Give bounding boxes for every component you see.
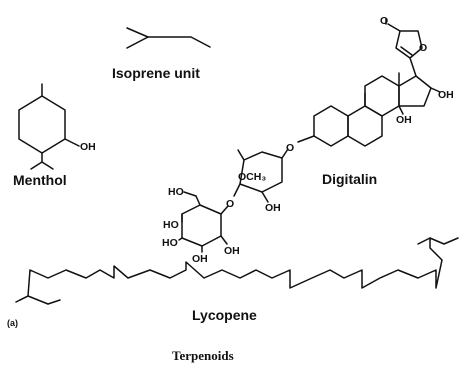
panel-label: (a) bbox=[7, 318, 18, 328]
menthol-oh-label: OH bbox=[80, 141, 96, 153]
digitalin-label: Digitalin bbox=[322, 171, 377, 187]
digitalin-structure bbox=[178, 18, 441, 253]
lactone-ring-o: O bbox=[419, 42, 427, 54]
lycopene-label: Lycopene bbox=[192, 307, 257, 323]
figure-caption: Terpenoids bbox=[172, 348, 234, 363]
menthol-label: Menthol bbox=[13, 172, 67, 188]
c14-oh-label: OH bbox=[396, 114, 412, 126]
lycopene-structure bbox=[15, 237, 459, 305]
glycosidic-o-2: O bbox=[226, 198, 234, 210]
methoxy-label: OCH₃ bbox=[238, 171, 266, 183]
sugar2-ho-left: HO bbox=[163, 219, 179, 231]
glycosidic-o-1: O bbox=[286, 142, 294, 154]
isoprene-structure bbox=[126, 27, 211, 49]
sugar2-oh-bottom: OH bbox=[192, 253, 208, 265]
sugar2-ho-top: HO bbox=[168, 186, 184, 198]
sugar2-ho-bottom: HO bbox=[162, 237, 178, 249]
sugar1-oh-label: OH bbox=[265, 202, 281, 214]
sugar2-oh-right: OH bbox=[224, 245, 240, 257]
lactone-carbonyl-o: O bbox=[380, 15, 388, 27]
c16-oh-label: OH bbox=[438, 89, 454, 101]
menthol-structure bbox=[18, 83, 80, 170]
isoprene-label: Isoprene unit bbox=[112, 65, 200, 81]
